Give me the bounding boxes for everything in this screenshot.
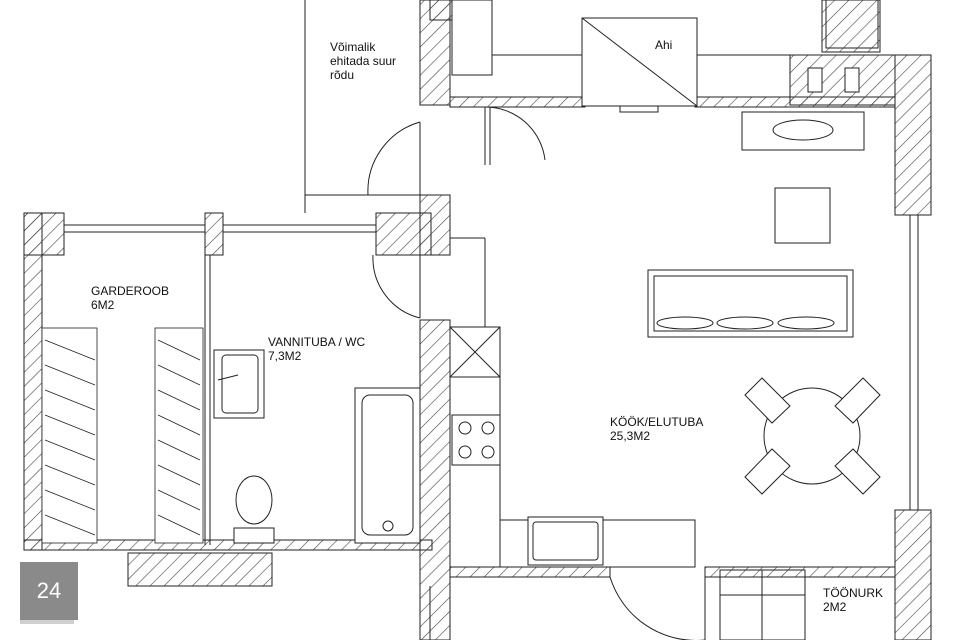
wall-kitchen-bottom-a (449, 566, 611, 578)
wall-central-a (419, 194, 451, 256)
wall-right-block (789, 54, 896, 106)
bathroom-name: VANNITUBA / WC (268, 335, 366, 349)
kitchen-area: 25,3M2 (610, 429, 651, 443)
study-area: 2M2 (823, 600, 847, 614)
wardrobe-name: GARDEROOB (91, 284, 170, 298)
wall-wardrobe-top (23, 212, 65, 256)
doors (367, 106, 706, 640)
balcony-line-2: ehitada suur (330, 54, 397, 68)
study-label: TÖÖNURK 2M2 (823, 586, 883, 614)
wardrobe-label: GARDEROOB 6M2 (91, 284, 169, 312)
wall-right-upper (894, 54, 932, 216)
wall-kitchen-top-left (449, 96, 586, 108)
kitchen-label: KÖÖK/ELUTUBA 25,3M2 (610, 415, 703, 443)
thin-lines (64, 0, 919, 640)
oven-block (581, 17, 698, 113)
balcony-line-1: Võimalik (330, 40, 376, 54)
walls (23, 0, 932, 640)
wall-top-stub-2 (821, 0, 881, 53)
bathroom-area: 7,3M2 (268, 349, 302, 363)
wardrobe-area: 6M2 (91, 298, 115, 312)
wall-bottom-bump (127, 552, 273, 587)
balcony-label: Võimalik ehitada suur rõdu (330, 40, 396, 82)
wall-left-outer (23, 212, 43, 551)
balcony-line-3: rõdu (330, 68, 355, 82)
bathroom-label: VANNITUBA / WC 7,3M2 (268, 335, 365, 363)
bathroom-fixtures (213, 349, 421, 544)
wall-central-b (419, 319, 451, 640)
kitchen-name: KÖÖK/ELUTUBA (610, 415, 704, 429)
study-name: TÖÖNURK (823, 586, 883, 600)
wall-right-lower (894, 509, 932, 640)
oven-label: Ahi (655, 38, 673, 52)
wall-top-stub-1 (429, 0, 453, 21)
wardrobe-shelves (41, 327, 204, 544)
page-number-badge: 24 (20, 562, 78, 624)
wall-kitchen-bottom-b (704, 566, 896, 578)
wall-top-mid (204, 212, 224, 256)
kitchen-fixtures (449, 111, 881, 568)
